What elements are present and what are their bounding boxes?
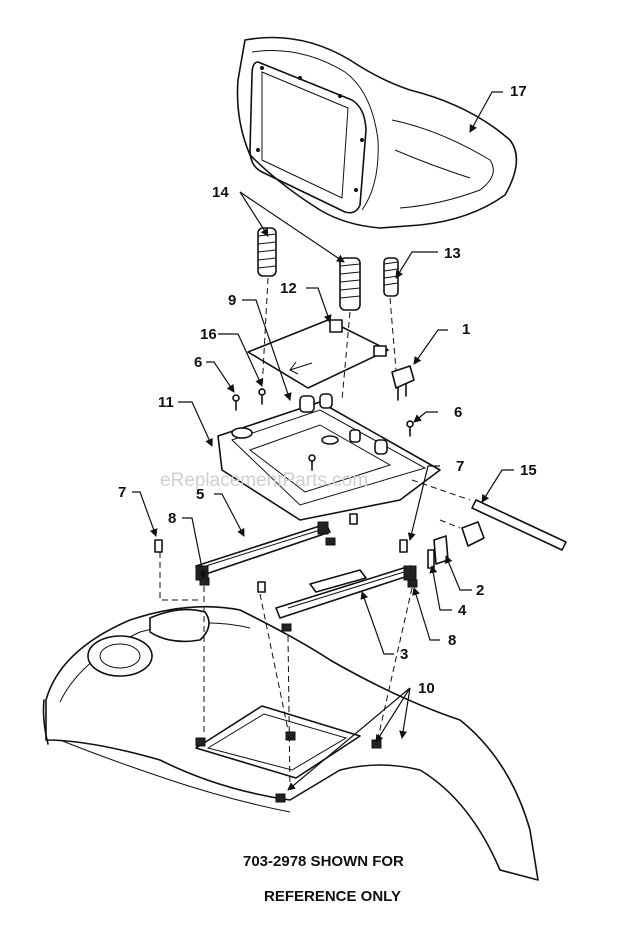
callout-8-right: 8 [448, 632, 456, 649]
callout-12: 12 [280, 280, 297, 297]
spring-part-13 [383, 257, 399, 297]
callout-11: 11 [158, 394, 174, 411]
alignment-lines [159, 277, 471, 791]
callout-4: 5 [196, 486, 204, 503]
leader-lines [132, 91, 514, 791]
switch-part-1 [391, 365, 415, 401]
callout-6-lower: 6 [454, 404, 462, 421]
callout-15: 16 [200, 326, 217, 343]
bolts-part-7 [154, 513, 408, 593]
callout-2: 2 [476, 582, 484, 599]
caption-line-1: 703-2978 SHOWN FOR [243, 853, 404, 870]
callout-14: 14 [212, 184, 229, 201]
seat-part-17 [236, 36, 518, 229]
callout-7-left: 7 [118, 484, 126, 501]
seat-plate-part-12 [247, 319, 389, 389]
nuts-part-8 [199, 537, 418, 632]
callout-16: 15 [520, 462, 537, 479]
switch-part-2 [427, 521, 485, 569]
callout-6-upper: 6 [194, 354, 202, 371]
callout-13: 13 [444, 245, 461, 262]
rail-part-4 [195, 521, 331, 581]
spring-part-14-right [339, 257, 361, 311]
callout-labels: 17 14 13 12 9 1 16 6 11 6 7 15 5 7 8 2 4… [118, 83, 537, 697]
callout-10: 10 [418, 680, 435, 697]
fender-body [42, 605, 539, 881]
rail-part-3 [275, 565, 417, 619]
callout-9: 9 [228, 292, 236, 309]
caption-line-2: REFERENCE ONLY [264, 888, 401, 905]
callout-3: 3 [400, 646, 408, 663]
rod-part-16 [471, 499, 567, 551]
callout-8-left: 8 [168, 510, 176, 527]
callout-7-right: 7 [456, 458, 464, 475]
callout-1: 1 [462, 321, 470, 338]
screws-part-6 [232, 388, 414, 471]
seat-pan-part-11 [217, 393, 441, 521]
callout-5: 4 [458, 602, 467, 619]
callout-17: 17 [510, 83, 527, 100]
watermark: eReplacementParts.com [160, 470, 368, 491]
